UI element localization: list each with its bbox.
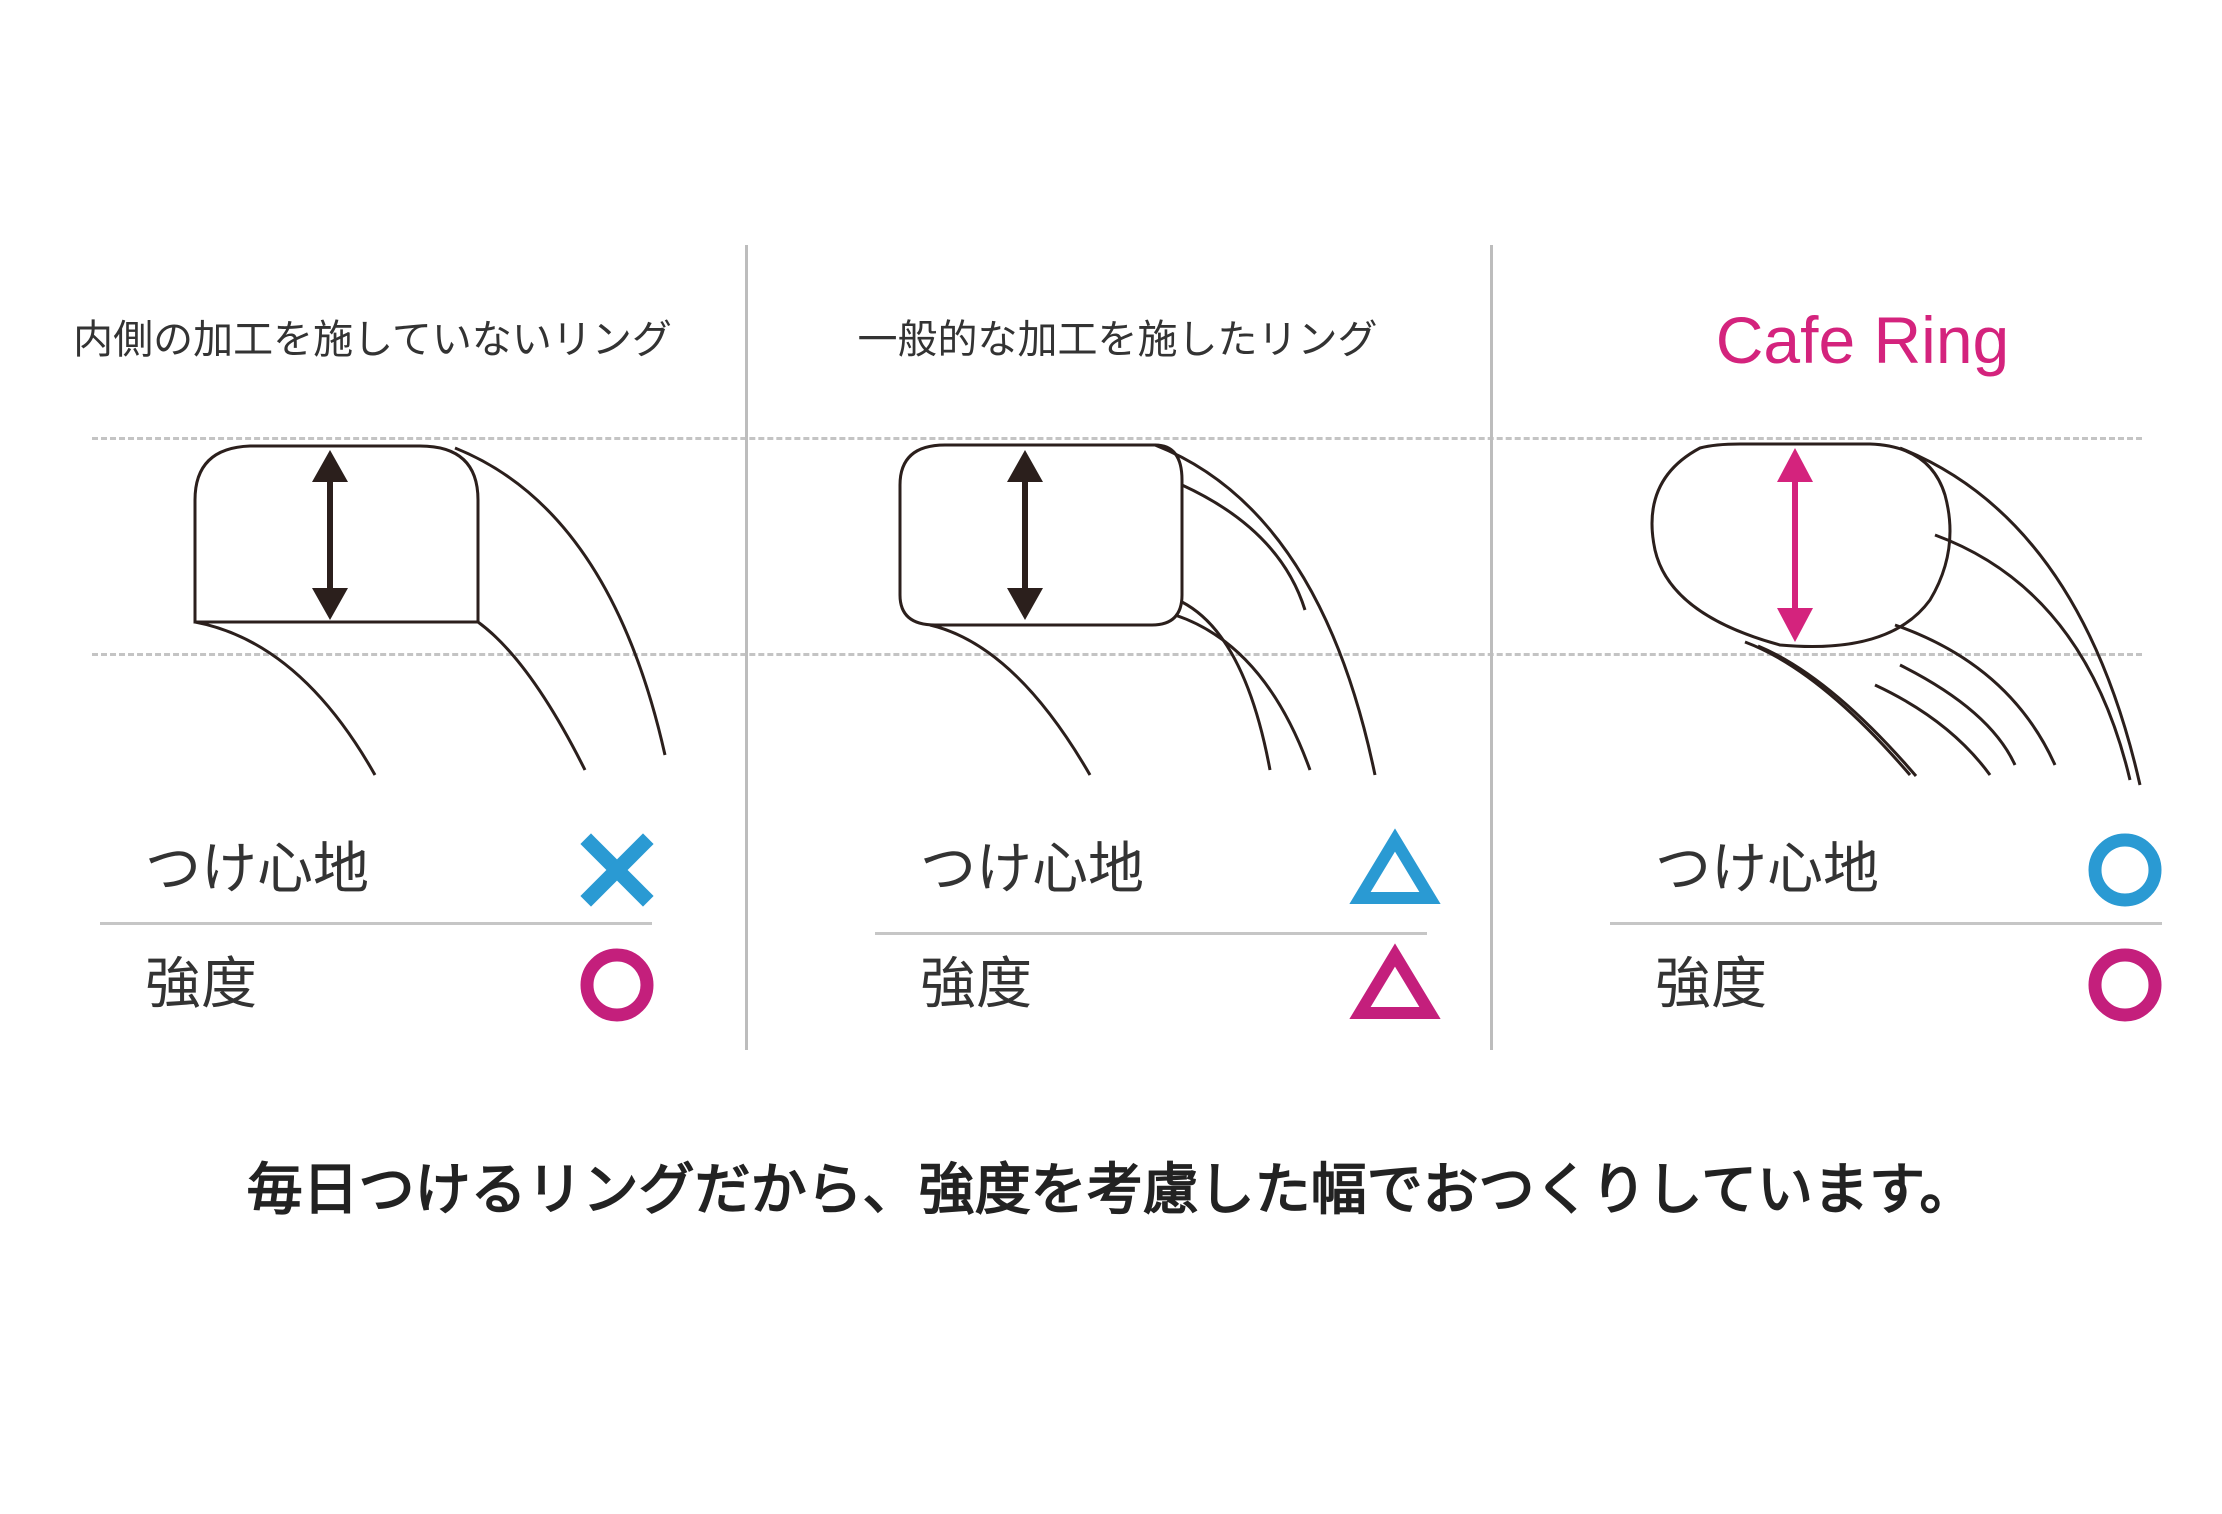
column-divider-1	[745, 245, 748, 1050]
ring-band-middle-curve-b	[1174, 613, 1312, 771]
ring-band-curve-7	[1899, 663, 2017, 766]
ring-band-curve-5	[1934, 533, 2132, 781]
triangle-icon	[1349, 943, 1441, 1019]
cross-icon	[580, 833, 654, 907]
thickness-arrow	[1777, 448, 1813, 642]
column-title: 内側の加工を施していないリング	[73, 317, 672, 363]
triangle-icon	[1349, 828, 1441, 904]
thickness-arrow	[1007, 450, 1043, 620]
rating-row-comfort: つけ心地	[1490, 820, 2222, 920]
rating-label: つけ心地	[920, 837, 1144, 902]
ring-band-outer-inner-curve	[1181, 483, 1307, 611]
cafe-ring-illustration	[1650, 442, 2142, 786]
bottom-guide-line	[92, 653, 2142, 656]
ring-cross-section	[1650, 442, 1952, 649]
circle-icon	[2088, 833, 2162, 907]
ring-band-middle-curve	[477, 620, 587, 771]
untreated-ring-illustration	[193, 444, 667, 776]
top-guide-line	[92, 437, 2142, 440]
rating-divider	[100, 922, 652, 925]
column-cafe-ring: Cafe Ring つけ心地 強度	[1490, 0, 2222, 1060]
column-standard-ring: 一般的な加工を施したリング つけ心地 強度	[745, 0, 1490, 1060]
ring-band-outer-curve	[1154, 443, 1377, 776]
thickness-arrow	[312, 450, 348, 620]
ring-band-outer-curve	[454, 446, 667, 756]
standard-ring-illustration	[898, 443, 1377, 776]
ring-band-middle-curve-a	[1181, 600, 1272, 771]
column-title: 一般的な加工を施したリング	[857, 317, 1378, 363]
column-title: Cafe Ring	[1715, 303, 2010, 377]
circle-icon	[2088, 948, 2162, 1022]
rating-divider	[1610, 922, 2162, 925]
rating-row-comfort: つけ心地	[0, 820, 745, 920]
ring-band-inner-curve	[194, 620, 377, 776]
rating-label: つけ心地	[145, 837, 369, 902]
rating-row-strength: 強度	[745, 935, 1490, 1035]
rating-row-strength: 強度	[1490, 935, 2222, 1035]
rating-divider	[875, 932, 1427, 935]
column-untreated-ring: 内側の加工を施していないリング つけ心地 強度	[0, 0, 745, 1060]
ring-cross-section	[193, 444, 480, 624]
ring-band-curve-4	[1894, 623, 2057, 766]
rating-row-strength: 強度	[0, 935, 745, 1035]
ring-band-curve-1	[1744, 640, 1912, 776]
rating-label: 強度	[1655, 952, 1767, 1017]
column-divider-2	[1490, 245, 1493, 1050]
ring-band-curve-6	[1899, 446, 2142, 786]
footer-caption: 毎日つけるリングだから、強度を考慮した幅でおつくりしています。	[246, 1157, 1976, 1223]
ring-band-curve-2	[1757, 644, 1918, 777]
rating-label: 強度	[145, 952, 257, 1017]
rating-row-comfort: つけ心地	[745, 820, 1490, 920]
ring-band-inner-curve	[929, 623, 1092, 776]
circle-icon	[580, 948, 654, 1022]
ring-cross-section	[898, 443, 1184, 627]
rating-label: 強度	[920, 952, 1032, 1017]
rating-label: つけ心地	[1655, 837, 1879, 902]
ring-band-curve-3	[1874, 683, 1992, 776]
